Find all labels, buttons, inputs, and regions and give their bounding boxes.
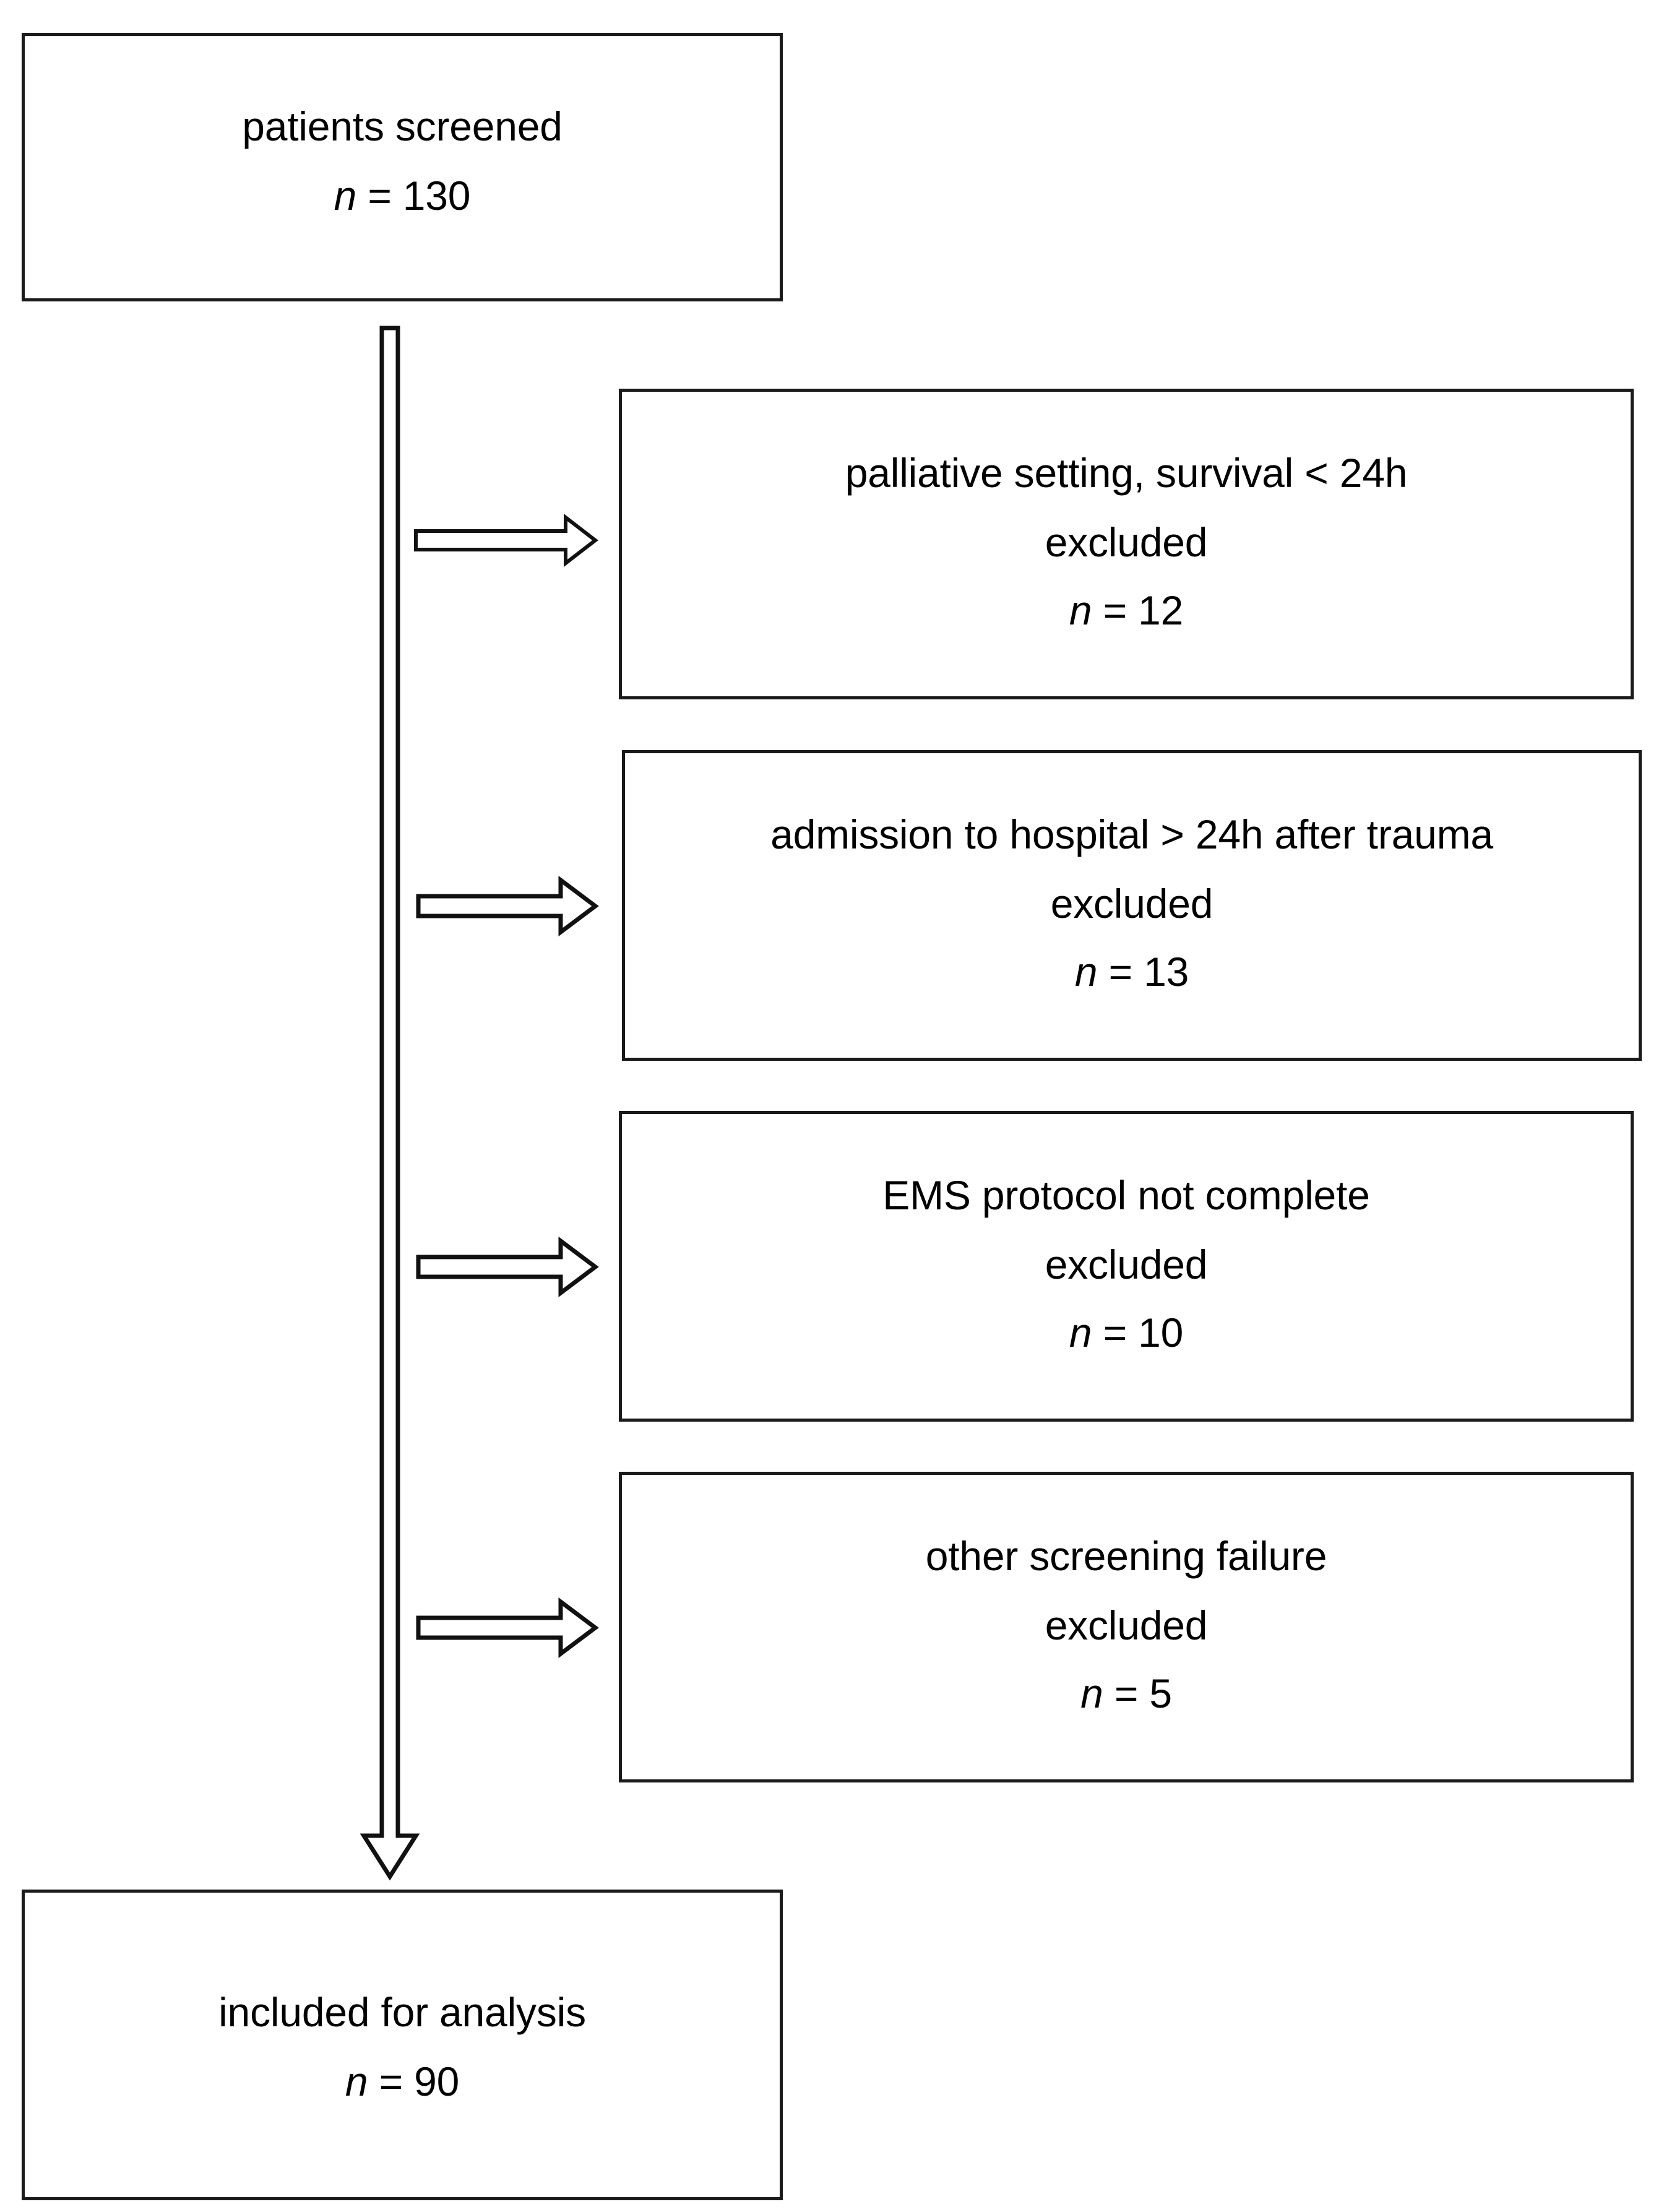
exclusion-reason: EMS protocol not complete <box>882 1172 1370 1219</box>
node-count-patients-screened: n = 130 <box>25 170 780 223</box>
exclusion-status: excluded <box>1045 1242 1208 1288</box>
equals-symbol: = <box>1103 587 1127 633</box>
equals-symbol: = <box>1103 1309 1127 1355</box>
count-value: 10 <box>1138 1309 1184 1355</box>
node-text-stack: EMS protocol not complete excluded n = 1… <box>622 1169 1631 1359</box>
exclusion-reason: palliative setting, survival < 24h <box>845 450 1408 496</box>
node-exclusion-ems-protocol: EMS protocol not complete excluded n = 1… <box>619 1111 1634 1422</box>
node-text-stack: palliative setting, survival < 24h exclu… <box>622 447 1631 637</box>
node-text-stack: other screening failure excluded n = 5 <box>622 1530 1631 1720</box>
exclusion-count: n = 10 <box>622 1307 1631 1360</box>
node-text-stack: included for analysis n = 90 <box>25 1986 780 2109</box>
n-symbol: n <box>334 173 357 218</box>
node-count-included-for-analysis: n = 90 <box>25 2055 780 2109</box>
n-symbol: n <box>1069 587 1092 633</box>
node-text-stack: patients screened n = 130 <box>25 100 780 223</box>
node-label-patients-screened: patients screened <box>242 103 563 150</box>
n-symbol: n <box>1080 1670 1103 1716</box>
exclusion-status: excluded <box>1050 881 1214 927</box>
equals-symbol: = <box>368 173 392 218</box>
node-included-for-analysis: included for analysis n = 90 <box>22 1890 783 2200</box>
n-symbol: n <box>345 2059 368 2104</box>
count-value: 130 <box>402 173 471 218</box>
spine-arrow-down <box>360 326 420 1881</box>
exclusion-count: n = 12 <box>622 584 1631 637</box>
equals-symbol: = <box>1108 948 1133 995</box>
count-value: 90 <box>414 2059 460 2104</box>
count-value: 13 <box>1144 948 1189 995</box>
exclusion-reason: other screening failure <box>925 1533 1327 1579</box>
branch-arrow-4 <box>416 1597 599 1658</box>
node-patients-screened: patients screened n = 130 <box>22 33 783 301</box>
node-exclusion-late-admission: admission to hospital > 24h after trauma… <box>622 750 1642 1061</box>
exclusion-status: excluded <box>1045 519 1208 566</box>
n-symbol: n <box>1069 1309 1092 1355</box>
equals-symbol: = <box>379 2059 403 2104</box>
count-value: 12 <box>1138 587 1184 633</box>
exclusion-status: excluded <box>1045 1602 1208 1649</box>
exclusion-count: n = 13 <box>625 946 1639 999</box>
equals-symbol: = <box>1114 1670 1139 1716</box>
count-value: 5 <box>1149 1670 1172 1716</box>
branch-arrow-1 <box>414 513 598 568</box>
node-exclusion-palliative-setting: palliative setting, survival < 24h exclu… <box>619 389 1634 699</box>
branch-arrow-3 <box>416 1237 599 1297</box>
node-text-stack: admission to hospital > 24h after trauma… <box>625 808 1639 998</box>
exclusion-reason: admission to hospital > 24h after trauma <box>770 811 1493 858</box>
node-exclusion-other-screening-failure: other screening failure excluded n = 5 <box>619 1472 1634 1782</box>
n-symbol: n <box>1074 948 1098 995</box>
exclusion-count: n = 5 <box>622 1667 1631 1721</box>
branch-arrow-2 <box>416 876 599 936</box>
node-label-included-for-analysis: included for analysis <box>218 1989 586 2036</box>
